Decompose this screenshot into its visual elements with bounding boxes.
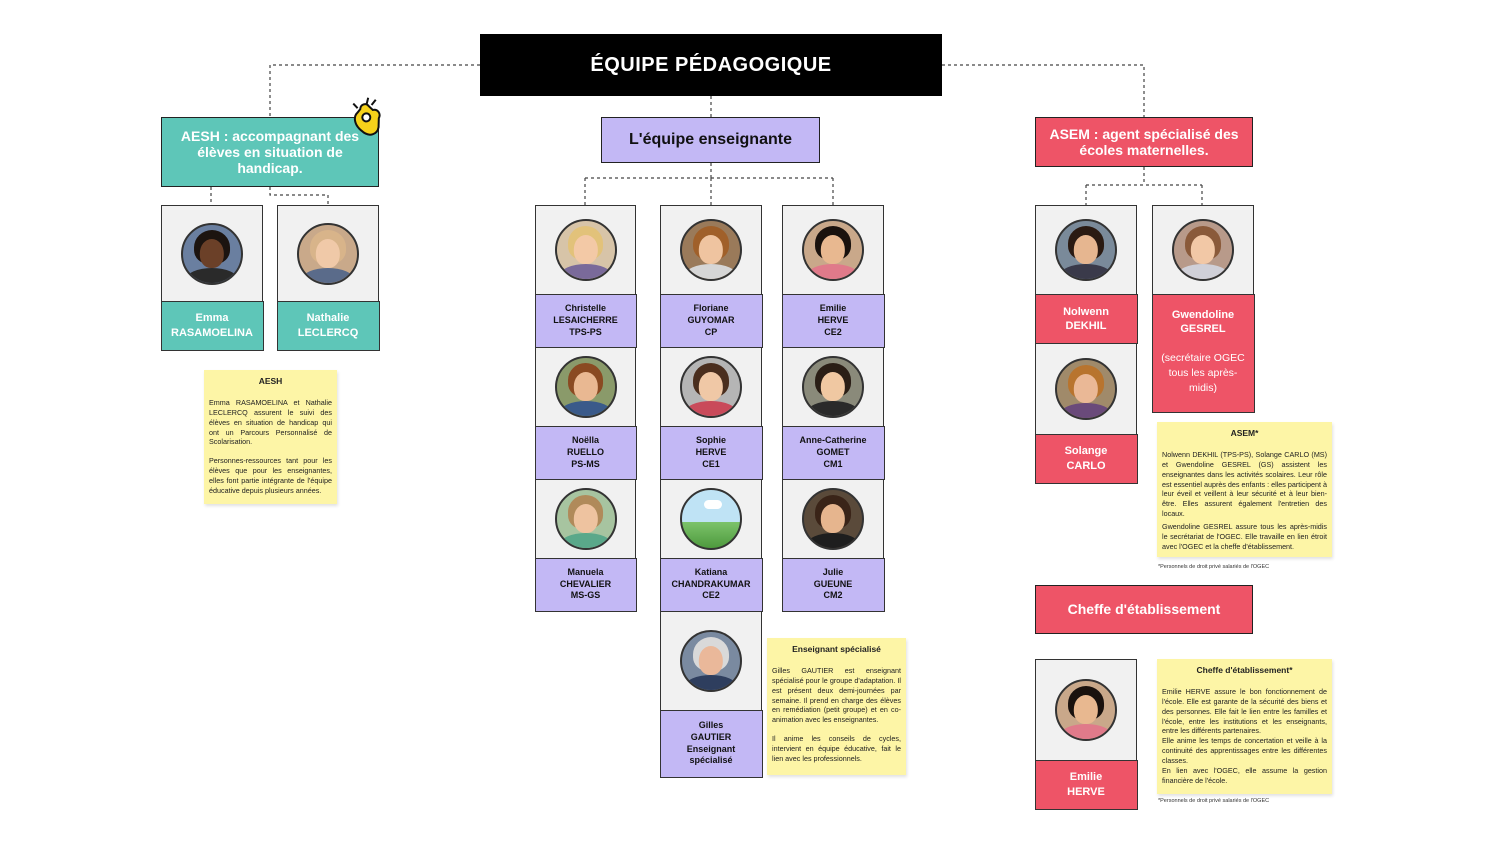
member-last-name: GUEUNE: [813, 578, 853, 589]
teacher-column-2: Floriane GUYOMAR CP Sophie HERVE CE1 Kat…: [659, 205, 763, 612]
member-last-name: HERVE: [817, 315, 849, 326]
member-last-name: HERVE: [1067, 785, 1105, 798]
head-header: Cheffe d'établissement: [1035, 585, 1253, 634]
member-first-name: Nathalie: [306, 312, 350, 325]
member-last-name: HERVE: [695, 447, 727, 458]
member-first-name: Manuela: [567, 566, 604, 577]
member-last-name: CHEVALIER: [559, 578, 612, 589]
aesh-header: AESH : accompagnant des élèves en situat…: [161, 117, 379, 187]
member-last-name: GAUTIER: [690, 731, 732, 742]
member-first-name: Anne-Catherine: [799, 435, 867, 446]
teacher-card-gilles: Gilles GAUTIER Enseignant spécialisé: [659, 611, 763, 778]
avatar: [1055, 358, 1117, 420]
asem-note: ASEM* Nolwenn DEKHIL (TPS-PS), Solange C…: [1157, 422, 1332, 557]
avatar: [297, 223, 359, 285]
note-paragraph: Nolwenn DEKHIL (TPS-PS), Solange CARLO (…: [1162, 449, 1328, 519]
page-title: ÉQUIPE PÉDAGOGIQUE: [480, 34, 942, 96]
specialized-teacher-note: Enseignant spécialisé Gilles GAUTIER est…: [767, 638, 906, 775]
note-title: Enseignant spécialisé: [792, 644, 881, 654]
head-note: Cheffe d'établissement* Emilie HERVE ass…: [1157, 659, 1332, 794]
member-first-name: Gilles: [698, 720, 724, 731]
member-extra: (secrétaire OGEC tous les après-midis): [1161, 351, 1245, 395]
member-class: CP: [704, 326, 718, 337]
avatar: [1172, 219, 1234, 281]
ok-hand-icon: [352, 97, 381, 136]
avatar: [680, 630, 742, 692]
avatar: [680, 356, 742, 418]
note-paragraph: Il anime les conseils de cycles, intervi…: [772, 734, 901, 764]
avatar: [1055, 219, 1117, 281]
member-last-name: CARLO: [1066, 459, 1106, 472]
member-first-name: Sophie: [695, 435, 726, 446]
member-last-name: LESAICHERRE: [553, 315, 618, 326]
member-class: MS-GS: [570, 590, 601, 601]
member-first-name: Emilie: [819, 303, 847, 314]
avatar: [554, 488, 617, 550]
avatar: [554, 356, 617, 418]
member-class: CE2: [702, 590, 720, 601]
avatar: [802, 488, 864, 550]
teacher-column-1: Christelle LESAICHERRE TPS-PS Noëlla RUE…: [534, 205, 637, 612]
avatar: [1055, 679, 1117, 741]
member-first-name: Noëlla: [571, 435, 599, 446]
note-paragraph: Personnes-ressources tant pour les élève…: [209, 456, 332, 496]
avatar: [680, 219, 742, 281]
member-first-name: Julie: [822, 566, 844, 577]
aesh-note: AESH Emma RASAMOELINA et Nathalie LECLER…: [204, 370, 337, 504]
teacher-column-3: Emilie HERVE CE2 Anne-Catherine GOMET CM…: [781, 205, 885, 612]
member-first-name: Floriane: [693, 303, 729, 314]
member-first-name: Emma: [195, 312, 229, 325]
landscape-placeholder-icon: [680, 488, 742, 550]
note-paragraph: Gilles GAUTIER est enseignant spécialisé…: [772, 665, 901, 725]
aesh-card-nathalie: Nathalie LECLERCQ: [276, 205, 380, 351]
member-first-name: Solange: [1064, 445, 1108, 458]
member-class: PS-MS: [571, 458, 600, 469]
member-last-name: RUELLO: [567, 447, 604, 458]
asem-footnote: *Personnels de droit privé salariés de l…: [1158, 564, 1270, 570]
avatar: [802, 219, 864, 281]
aesh-card-emma: Emma RASAMOELINA: [160, 205, 264, 351]
note-paragraph: En lien avec l'OGEC, elle assume la gest…: [1162, 766, 1327, 786]
member-role: spécialisé: [689, 755, 733, 766]
member-last-name: GUYOMAR: [687, 315, 735, 326]
member-last-name: LECLERCQ: [297, 326, 359, 339]
member-first-name: Katiana: [694, 566, 728, 577]
note-title: Cheffe d'établissement*: [1196, 665, 1293, 675]
member-class: CM2: [823, 590, 843, 601]
note-title: ASEM*: [1230, 428, 1259, 438]
member-first-name: Nolwenn: [1063, 305, 1109, 318]
note-paragraph: Elle anime les temps de concertation et …: [1162, 736, 1327, 766]
member-last-name: DEKHIL: [1065, 320, 1107, 332]
member-first-name: Gwendoline: [1171, 309, 1235, 321]
teachers-header: L'équipe enseignante: [601, 117, 820, 163]
member-role: Enseignant: [686, 743, 736, 754]
member-class: CE1: [702, 458, 720, 469]
asem-column: Nolwenn DEKHIL Solange CARLO: [1034, 205, 1138, 484]
member-class: CM1: [823, 458, 843, 469]
asem-header: ASEM : agent spécialisé des écoles mater…: [1035, 117, 1253, 167]
note-paragraph: Gwendoline GESREL assure tous les après-…: [1162, 522, 1327, 552]
member-class: TPS-PS: [569, 326, 602, 337]
avatar: [802, 356, 864, 418]
note-paragraph: Emilie HERVE assure le bon fonctionnemen…: [1162, 686, 1327, 736]
avatar: [181, 223, 243, 285]
member-last-name: RASAMOELINA: [171, 326, 253, 339]
note-paragraph: Emma RASAMOELINA et Nathalie LECLERCQ as…: [209, 397, 332, 447]
avatar: [554, 219, 617, 281]
member-first-name: Emilie: [1069, 771, 1103, 784]
note-title: AESH: [258, 376, 283, 386]
member-last-name: CHANDRAKUMAR: [671, 578, 751, 589]
member-first-name: Christelle: [564, 303, 606, 314]
member-last-name: GESREL: [1180, 323, 1226, 336]
head-card-emilie: Emilie HERVE: [1034, 659, 1138, 810]
head-footnote: *Personnels de droit privé salariés de l…: [1158, 798, 1270, 804]
member-class: CE2: [824, 326, 842, 337]
member-last-name: GOMET: [816, 447, 850, 458]
asem-card-gwendoline: Gwendoline GESREL (secrétaire OGEC tous …: [1151, 205, 1255, 413]
